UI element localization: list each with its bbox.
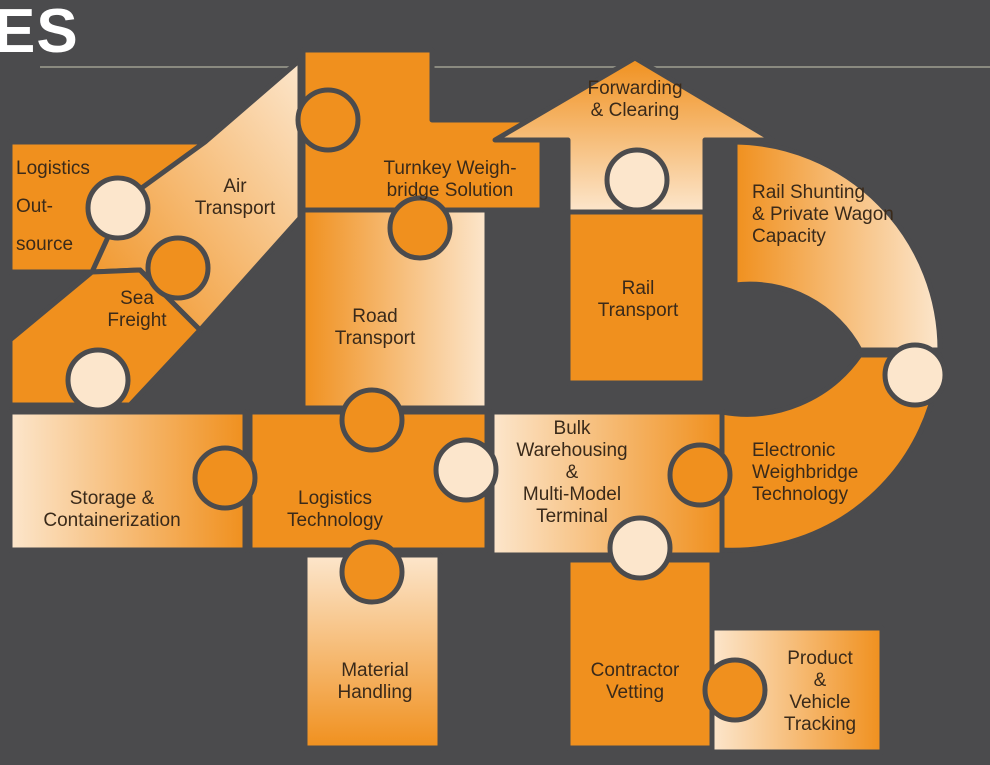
piece-forwarding-arrow — [492, 55, 776, 215]
label-rail-shunting: Rail Shunting & Private Wagon Capacity — [752, 182, 894, 247]
knob — [192, 445, 258, 511]
knob — [339, 387, 405, 453]
piece-bulk-warehousing — [489, 409, 725, 558]
knob — [145, 235, 211, 301]
knob — [604, 147, 670, 213]
piece-rail-shunting — [732, 139, 943, 353]
label-air-transport: Air Transport — [194, 176, 276, 219]
knob — [387, 195, 453, 261]
label-electronic-weighbridge: Electronic Weighbridge Technology — [752, 440, 859, 505]
knob — [295, 87, 361, 153]
label-material-handling: Material Handling — [337, 660, 413, 703]
piece-logistics-technology — [247, 409, 490, 553]
piece-storage — [7, 409, 248, 553]
knob — [667, 442, 733, 508]
label-contractor-vetting: Contractor Vetting — [590, 660, 680, 703]
knob — [702, 657, 768, 723]
label-rail-transport: Rail Transport — [597, 278, 679, 321]
knob — [882, 342, 948, 408]
label-storage-containerization: Storage & Containerization — [43, 488, 181, 531]
label-sea-freight: Sea Freight — [107, 288, 167, 331]
heading-rule — [40, 66, 990, 68]
label-bulk-warehousing: Bulk Warehousing & Multi-Model Terminal — [516, 418, 628, 527]
label-logistics-outsource: Logistics Out- source — [16, 158, 90, 255]
label-forwarding-clearing: Forwarding & Clearing — [587, 78, 683, 121]
piece-contractor-vetting — [565, 557, 715, 751]
knob — [607, 515, 673, 581]
label-road-transport: Road Transport — [334, 306, 416, 349]
label-turnkey-weighbridge: Turnkey Weigh- bridge Solution — [383, 158, 517, 201]
piece-sea-freight — [7, 267, 203, 408]
knob — [339, 539, 405, 605]
knob — [65, 347, 131, 413]
label-logistics-technology: Logistics Technology — [286, 488, 384, 531]
knob — [85, 175, 151, 241]
piece-rail-transport — [565, 209, 708, 386]
label-product-vehicle-tracking: Product & Vehicle Tracking — [783, 648, 857, 735]
knob — [433, 437, 499, 503]
page-heading: ES — [0, 0, 79, 66]
